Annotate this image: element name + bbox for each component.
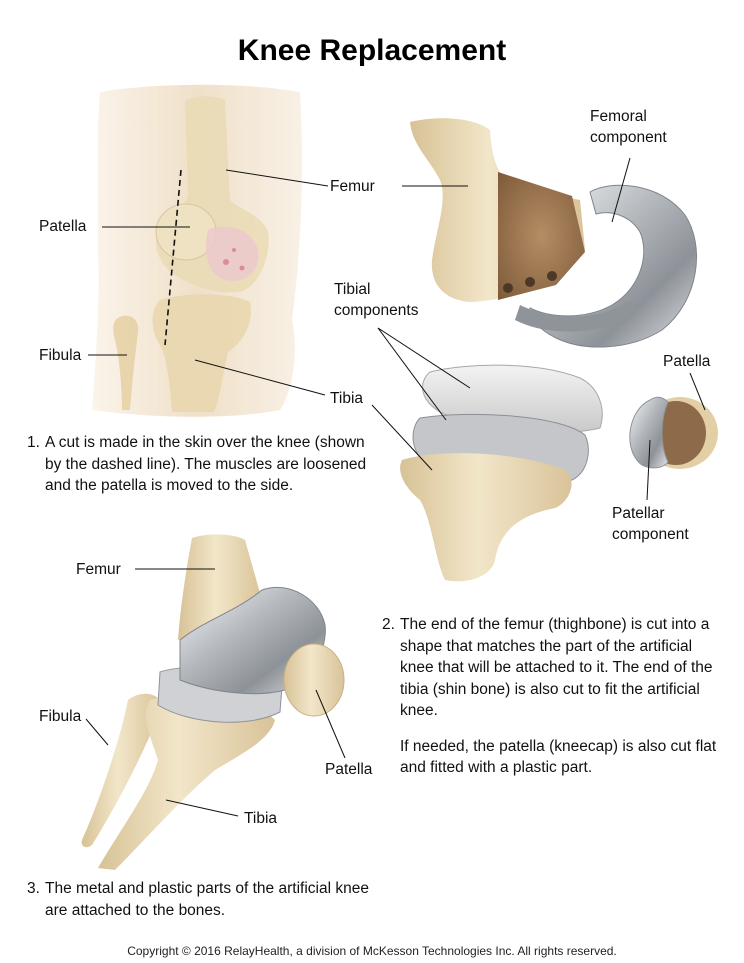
step-2-text-a: The end of the femur (thighbone) is cut … — [400, 616, 713, 719]
label-femoral-component-line1: Femoral — [590, 108, 647, 125]
step-2-number: 2. — [382, 616, 395, 633]
label-patellar-component-line1: Patellar — [612, 505, 665, 522]
step-1-text: A cut is made in the skin over the knee … — [45, 434, 367, 494]
step-3: 3. The metal and plastic parts of the ar… — [27, 878, 377, 921]
label-tibial-components-line2: components — [334, 302, 419, 319]
label-femur-fig3: Femur — [76, 561, 121, 578]
label-femoral-component-line2: component — [590, 129, 667, 146]
copyright-notice: Copyright © 2016 RelayHealth, a division… — [127, 944, 617, 958]
step-1: 1. A cut is made in the skin over the kn… — [27, 432, 367, 497]
step-3-number: 3. — [27, 880, 40, 897]
label-femur-fig1: Femur — [330, 178, 375, 195]
step-3-text: The metal and plastic parts of the artif… — [45, 880, 369, 919]
label-patella-fig2: Patella — [663, 353, 711, 370]
figure3-assembled-knee — [81, 534, 345, 870]
figure2-components — [400, 118, 718, 582]
label-patella-fig1: Patella — [39, 218, 87, 235]
label-tibia-fig3: Tibia — [244, 810, 278, 827]
label-fibula-fig3: Fibula — [39, 708, 82, 725]
figure1-leg — [92, 84, 303, 417]
page-title: Knee Replacement — [237, 34, 507, 67]
label-patella-fig3: Patella — [325, 761, 373, 778]
step-2: 2. The end of the femur (thighbone) is c… — [382, 614, 727, 779]
step-1-number: 1. — [27, 434, 40, 451]
step-2-text-b: If needed, the patella (kneecap) is also… — [400, 737, 717, 777]
label-fibula-fig1: Fibula — [39, 347, 82, 364]
label-tibia-fig1: Tibia — [330, 390, 364, 407]
label-tibial-components-line1: Tibial — [334, 281, 371, 298]
label-patellar-component-line2: component — [612, 526, 689, 543]
